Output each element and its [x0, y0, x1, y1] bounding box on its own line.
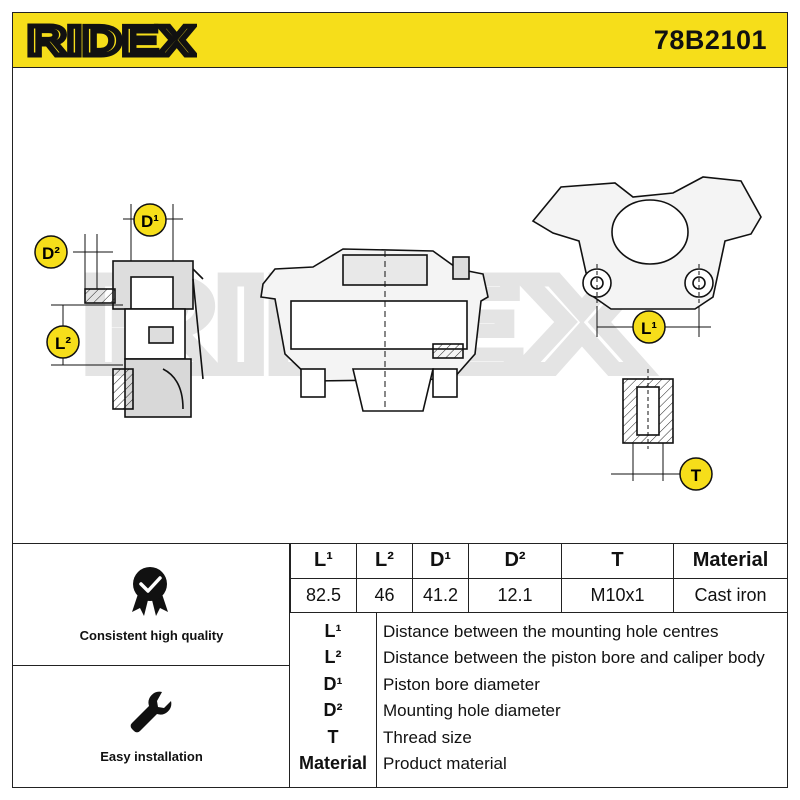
value-t: M10x1 [561, 577, 674, 613]
svg-text:L²: L² [55, 334, 71, 353]
legend-row: L¹ Distance between the mounting hole ce… [290, 618, 787, 644]
legend-divider [376, 612, 377, 788]
feature-installation: Easy installation [13, 666, 290, 788]
value-d2: 12.1 [468, 577, 562, 613]
value-d1: 41.2 [412, 577, 469, 613]
legend-description: Piston bore diameter [383, 675, 540, 694]
drawing-canvas: RIDEX [34, 176, 762, 491]
legend-symbol: Material [298, 753, 368, 773]
legend-symbol: L² [324, 647, 342, 667]
header-l1: L¹ [290, 544, 357, 579]
value-material: Cast iron [673, 577, 787, 613]
specs-table: L¹ L² D¹ D² T Material 82.5 46 41.2 12.1… [290, 544, 787, 613]
legend-symbol: T [327, 727, 339, 747]
caliper-section-view [84, 260, 204, 418]
thread-detail-view [622, 369, 674, 449]
feature-installation-label: Easy installation [100, 749, 203, 764]
legend-row: D¹ Piston bore diameter [290, 671, 787, 697]
legend-description: Product material [383, 754, 507, 773]
product-sheet: RIDEX 78B2101 RIDEX [12, 12, 788, 788]
legend-description: Distance between the mounting hole centr… [383, 622, 719, 641]
header-d1: D¹ [412, 544, 469, 579]
legend-row: D² Mounting hole diameter [290, 697, 787, 723]
header-material: Material [673, 544, 787, 579]
technical-drawing: RIDEX [13, 69, 787, 543]
feature-quality: Consistent high quality [13, 544, 290, 666]
thread-dimension-lines [611, 443, 685, 481]
legend-row: T Thread size [290, 724, 787, 750]
wrench-icon [130, 691, 172, 733]
specs-value-row: 82.5 46 41.2 12.1 M10x1 Cast iron [290, 577, 787, 613]
badge-d2: D² [34, 235, 68, 269]
badge-l2: L² [46, 325, 80, 359]
legend-symbol: D¹ [323, 674, 343, 694]
svg-text:RIDEX: RIDEX [27, 19, 195, 61]
legend-description: Distance between the piston bore and cal… [383, 648, 765, 667]
quality-badge-icon [132, 567, 168, 616]
header-l2: L² [356, 544, 413, 579]
legend-symbol: L¹ [324, 621, 342, 641]
svg-text:D²: D² [42, 244, 60, 263]
legend-row: Material Product material [290, 750, 787, 776]
legend-symbol: D² [323, 700, 343, 720]
svg-text:D¹: D¹ [141, 212, 159, 231]
svg-text:T: T [691, 466, 702, 485]
legend-description: Thread size [383, 728, 472, 747]
feature-quality-label: Consistent high quality [79, 628, 224, 643]
part-number: 78B2101 [653, 25, 767, 55]
specifications-panel: Consistent high quality Easy installatio… [13, 543, 787, 788]
header-bar: RIDEX 78B2101 [13, 13, 787, 68]
dimension-legend: L¹ Distance between the mounting hole ce… [290, 612, 787, 788]
brand-logo: RIDEX [27, 19, 197, 61]
badge-d1: D¹ [133, 203, 167, 237]
caliper-front-view [260, 248, 489, 412]
svg-text:L¹: L¹ [641, 319, 657, 338]
specs-header-row: L¹ L² D¹ D² T Material [290, 544, 787, 579]
caliper-top-view [531, 176, 762, 310]
header-t: T [561, 544, 674, 579]
badge-t: T [679, 457, 713, 491]
value-l2: 46 [356, 577, 413, 613]
legend-description: Mounting hole diameter [383, 701, 561, 720]
legend-row: L² Distance between the piston bore and … [290, 644, 787, 670]
value-l1: 82.5 [290, 577, 357, 613]
header-d2: D² [468, 544, 562, 579]
badge-l1: L¹ [632, 310, 666, 344]
